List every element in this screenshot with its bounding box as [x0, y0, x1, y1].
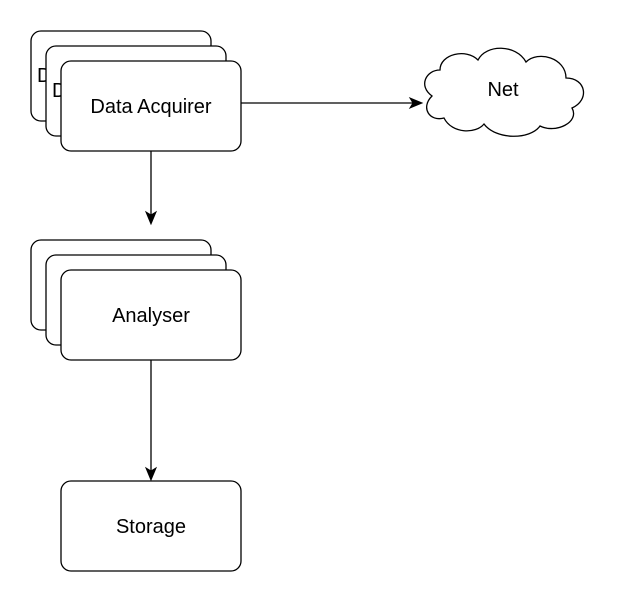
net-node[interactable]: Net — [424, 47, 584, 137]
edge-data-acquirer-to-net — [241, 96, 424, 110]
analyser-node[interactable]: Analyser — [30, 239, 242, 361]
data-acquirer-node[interactable]: D D Data Acquirer — [30, 30, 242, 152]
storage-label: Storage — [116, 516, 186, 538]
edge-analyser-to-storage — [144, 360, 158, 482]
net-cloud-shape — [424, 47, 584, 137]
data-acquirer-label: Data Acquirer — [90, 96, 212, 118]
analyser-label: Analyser — [112, 305, 190, 327]
storage-node[interactable]: Storage — [60, 480, 242, 572]
net-label: Net — [487, 79, 519, 101]
arrowhead-icon — [408, 96, 424, 110]
edge-data-acquirer-to-analyser — [144, 151, 158, 226]
arrowhead-icon — [144, 466, 158, 482]
arrowhead-icon — [144, 210, 158, 226]
